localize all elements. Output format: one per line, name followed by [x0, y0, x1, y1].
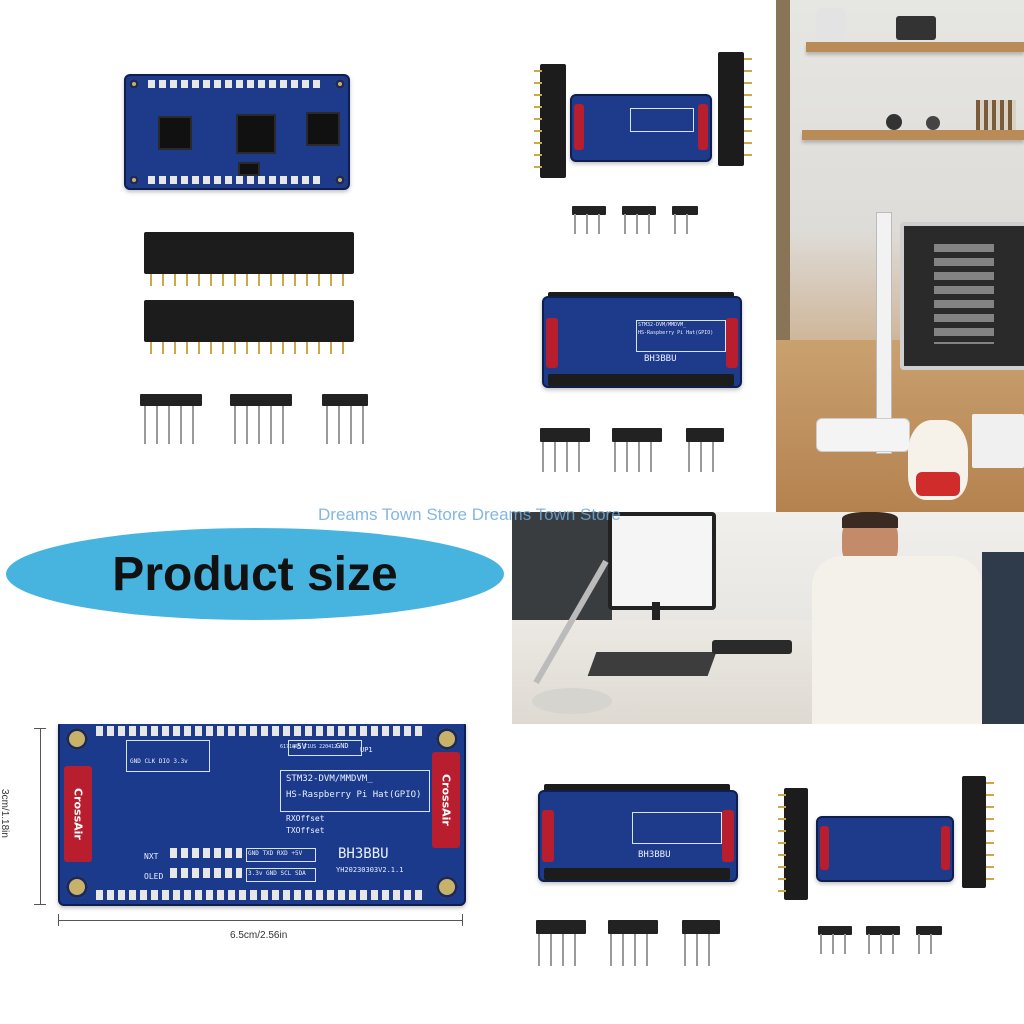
pin-header-icon	[230, 394, 292, 406]
dimension-diagram: CrossAir CrossAir GND CLK DIO 3.3v 61718…	[0, 724, 512, 1024]
pcb-board-icon: STM32-DVM/MMDVM_ HS-Raspberry Pi Hat(GPI…	[542, 296, 742, 388]
width-dimension-label: 6.5cm/2.56in	[230, 930, 288, 941]
oled-label: OLED	[144, 872, 164, 881]
office-photo	[776, 0, 1024, 512]
pin-header-icon	[322, 394, 368, 406]
man-at-desk-photo	[512, 512, 1024, 724]
watermark-text: Dreams Town Store Dreams Town Store	[318, 505, 621, 524]
pin-header-icon	[144, 300, 354, 342]
plus5v-label: +5V	[292, 742, 307, 751]
rx-offset-label: RXOffset	[286, 814, 325, 823]
product-photo-bottom-middle: BH3BBU	[512, 724, 776, 1024]
person-icon	[812, 512, 1002, 724]
pin-header-icon	[718, 52, 744, 166]
board-code-label: BH3BBU	[644, 354, 677, 364]
board-version: YH20230303V2.1.1	[336, 866, 404, 874]
pin-header-icon	[144, 232, 354, 274]
model-box	[280, 770, 430, 812]
brand-label-left: CrossAir	[71, 788, 85, 840]
lucky-cat-icon	[908, 420, 968, 500]
up-label: UP1	[360, 746, 373, 754]
banner-title: Product size	[112, 547, 398, 601]
pcb-board-icon: BH3BBU	[538, 790, 738, 882]
brand-tag-right: CrossAir	[432, 752, 460, 848]
height-dimension-label: 3cm/1.18in	[0, 789, 10, 838]
product-size-banner: Product size	[6, 528, 504, 620]
silk-top-label: 6171855 T1US 220412	[280, 744, 338, 750]
banner-cell: Product size	[0, 512, 512, 724]
brand-label-right: CrossAir	[439, 774, 453, 826]
board-model-label: STM32-DVM/MMDVM_	[638, 322, 687, 328]
product-photo-bottom-right	[776, 724, 1024, 1024]
monitor-icon	[900, 222, 1024, 370]
oled-pins-label: 3.3v GND SCL SDA	[248, 870, 306, 877]
product-photo-top-left	[0, 0, 512, 512]
pin-header-icon	[540, 64, 566, 178]
board-code-small: BH3BBU	[638, 850, 671, 860]
pcb-board-icon	[816, 816, 954, 882]
pcb-board-icon: CrossAir CrossAir GND CLK DIO 3.3v 61718…	[58, 724, 466, 906]
board-model-label-2: HS-Raspberry Pi Hat(GPIO)	[638, 330, 714, 336]
monitor-icon	[608, 512, 716, 610]
brand-tag-left: CrossAir	[64, 766, 92, 862]
swd-label: GND CLK DIO 3.3v	[130, 758, 188, 765]
pin-header-icon	[140, 394, 202, 406]
nxt-label: NXT	[144, 852, 159, 861]
pcb-board-icon	[570, 94, 712, 162]
nxt-pins-label: GND TXD RXD +5V	[248, 850, 303, 857]
tx-offset-label: TXOffset	[286, 826, 325, 835]
gnd-label: GND	[336, 742, 349, 750]
swd-header-box	[126, 740, 210, 772]
model-line2: HS-Raspberry Pi Hat(GPIO)	[286, 790, 422, 800]
product-photo-top-middle: STM32-DVM/MMDVM_ HS-Raspberry Pi Hat(GPI…	[512, 0, 776, 512]
board-code: BH3BBU	[338, 846, 389, 862]
pcb-board-icon	[124, 74, 350, 190]
model-line1: STM32-DVM/MMDVM_	[286, 774, 373, 784]
